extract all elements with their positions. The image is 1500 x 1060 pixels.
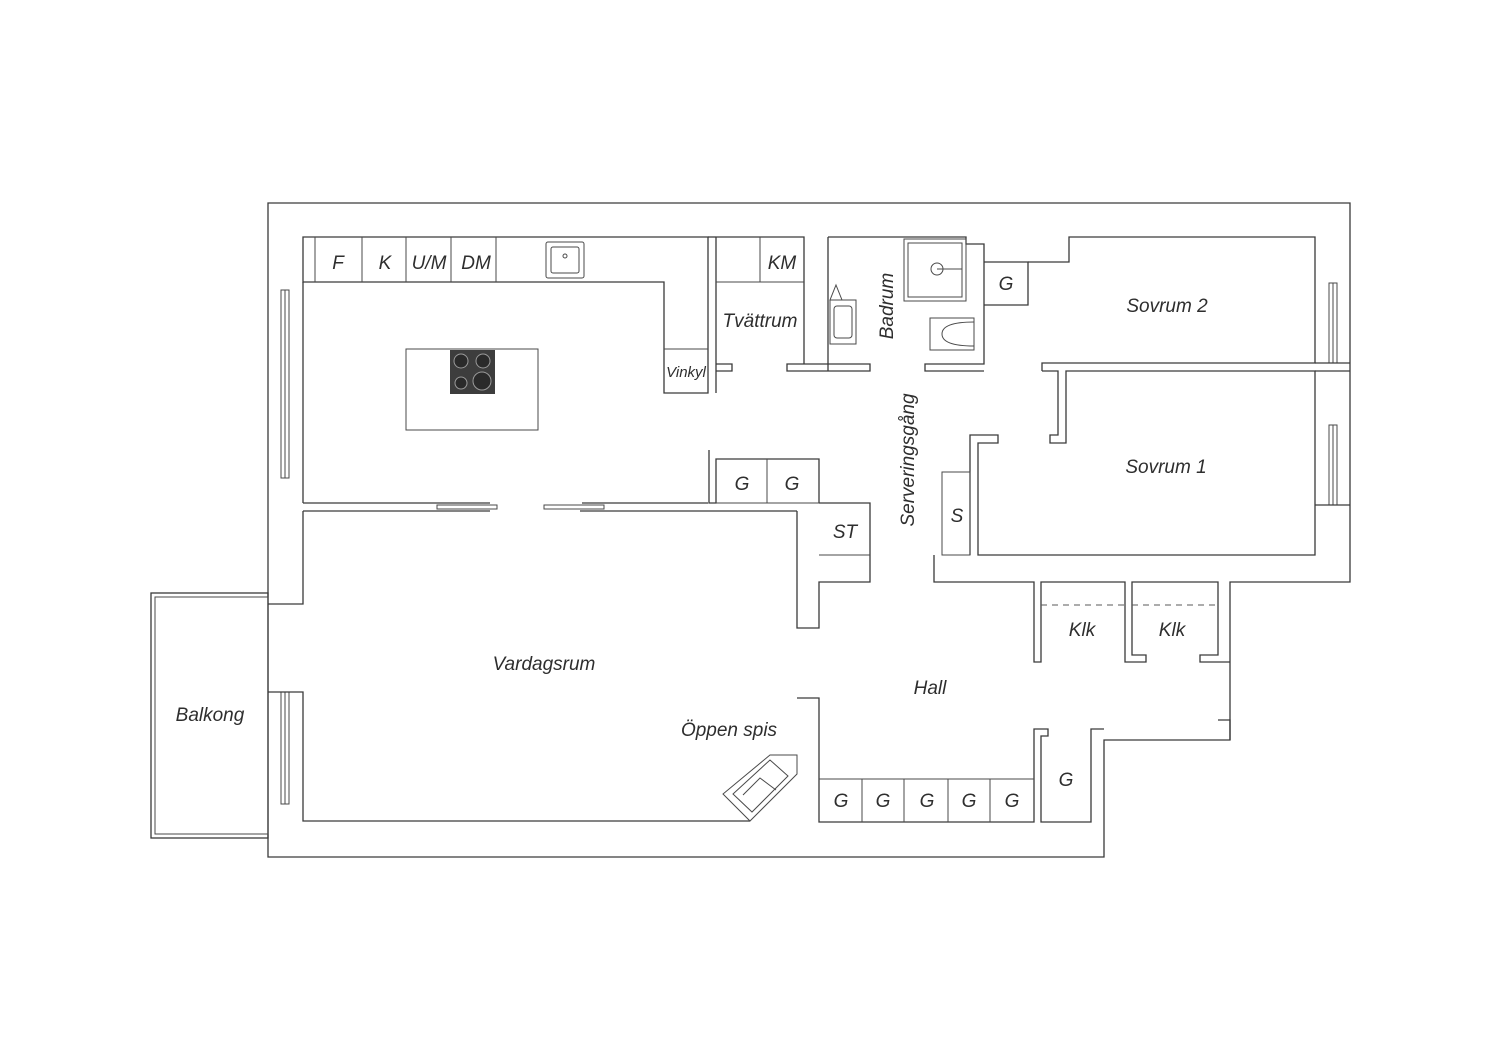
wardrobe-label: G (999, 274, 1014, 295)
toilet-icon (929, 317, 975, 351)
wardrobe-label: G (834, 791, 849, 812)
bedroom-2 (984, 236, 1350, 371)
washbasin-icon (829, 283, 857, 345)
laundry-label: Tvättrum (723, 311, 798, 332)
corridor-wall (933, 555, 1230, 663)
fireplace-icon (722, 754, 798, 822)
cooktop-icon (450, 350, 495, 394)
hall-label: Hall (914, 678, 948, 699)
fridge-label: F (332, 253, 345, 274)
kitchen (302, 236, 717, 504)
windows (280, 282, 1338, 805)
laundry-room (716, 236, 871, 372)
wardrobe-label: G (1059, 770, 1074, 791)
dishwasher-label: DM (461, 253, 491, 274)
wine-cooler-label: Vinkyl (666, 364, 706, 381)
storage-s-label: S (951, 506, 964, 527)
balcony-label: Balkong (176, 705, 245, 726)
living-room (268, 511, 750, 822)
kitchen-island (405, 348, 539, 431)
kitchen-km-label: KM (768, 253, 797, 274)
bedroom-1 (941, 370, 1350, 556)
bathroom-label: Badrum (877, 273, 898, 340)
kitchen-sink-icon (545, 241, 585, 279)
wardrobe-label: G (920, 791, 935, 812)
hall-storage (797, 697, 1231, 823)
bathroom (827, 236, 985, 372)
closet-label: Klk (1069, 620, 1097, 641)
central-closets (708, 450, 871, 629)
storage-st-label: ST (833, 522, 859, 543)
living-room-label: Vardagsrum (493, 654, 596, 675)
bedroom-2-label: Sovrum 2 (1126, 296, 1208, 317)
kitchen-k-label: K (379, 253, 393, 274)
fireplace-label: Öppen spis (681, 720, 778, 741)
serving-corridor-label: Serveringsgång (898, 393, 919, 527)
bedroom-1-label: Sovrum 1 (1125, 457, 1206, 478)
wardrobe-label: G (785, 474, 800, 495)
sliding-doors (303, 502, 797, 512)
wardrobe-label: G (735, 474, 750, 495)
wardrobe-label: G (1005, 791, 1020, 812)
shower-icon (903, 238, 967, 302)
oven-microwave-label: U/M (412, 253, 447, 274)
closet-label: Klk (1159, 620, 1187, 641)
wardrobe-label: G (962, 791, 977, 812)
balcony (150, 592, 269, 839)
wardrobe-label: G (876, 791, 891, 812)
